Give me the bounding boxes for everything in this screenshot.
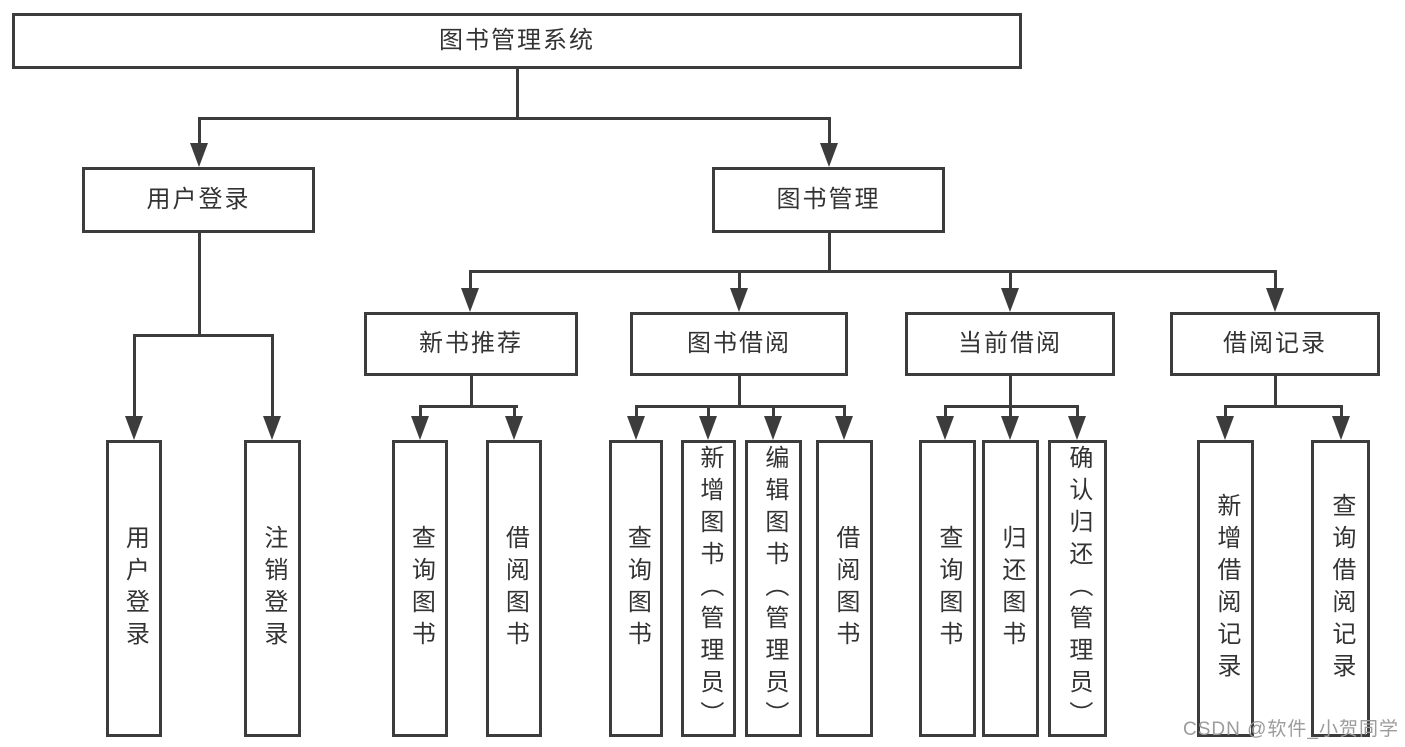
node-label: 查询借阅记录 [1327, 492, 1355, 685]
leaf-add-books-admin: 新增图书（管理员） [681, 440, 736, 737]
arrowhead-leaf [1068, 416, 1086, 440]
node-label: 用户登录 [121, 524, 149, 653]
leaf-logout: 注销登录 [244, 440, 301, 737]
arrowhead-user-login [190, 143, 208, 167]
connector-leaf-stub [1223, 405, 1227, 418]
node-borrowing-records: 借阅记录 [1170, 312, 1380, 376]
node-book-management: 图书管理 [712, 167, 945, 233]
arrowhead-leaf [1001, 416, 1019, 440]
node-label: 图书借阅 [687, 329, 791, 357]
arrowhead-book-mgmt [820, 143, 838, 167]
connector-leaf-stub [1339, 405, 1343, 418]
node-label: 查询图书 [623, 524, 651, 653]
node-book-borrowing: 图书借阅 [630, 312, 848, 376]
arrowhead-leaf [1332, 416, 1350, 440]
connector-new-books-bar [418, 405, 518, 408]
leaf-confirm-return-admin: 确认归还（管理员） [1048, 440, 1107, 737]
connector-root-stem [515, 69, 519, 118]
connector-user-login-bar [132, 334, 274, 337]
connector-to-new-books [468, 270, 472, 290]
connector-leaf-stub [418, 405, 422, 418]
connector-leaf-stub [706, 405, 710, 418]
node-label: 用户登录 [146, 185, 251, 213]
arrowhead-book-borrow [730, 288, 748, 312]
arrowhead-leaf-login [125, 416, 143, 440]
connector-book-mgmt-stem [827, 233, 831, 273]
node-label: 查询图书 [407, 524, 435, 653]
connector-root-bar [197, 117, 831, 120]
node-label: 编辑图书（管理员） [760, 444, 788, 733]
leaf-borrow-books: 借阅图书 [816, 440, 873, 737]
node-label: 新增图书（管理员） [695, 444, 723, 733]
leaf-edit-books-admin: 编辑图书（管理员） [745, 440, 802, 737]
node-label: 图书管理 [776, 185, 881, 213]
leaf-add-borrow-record: 新增借阅记录 [1197, 440, 1254, 737]
arrowhead-borrow-records [1266, 288, 1284, 312]
arrowhead-leaf [627, 416, 645, 440]
connector-borrow-records-stem [1273, 376, 1277, 408]
connector-leaf-stub [1008, 405, 1012, 418]
node-label: 新书推荐 [419, 329, 523, 357]
connector-leaf-stub [512, 405, 516, 418]
node-root-library-system: 图书管理系统 [12, 13, 1022, 69]
leaf-query-books-recommend: 查询图书 [392, 440, 448, 737]
leaf-query-borrow-record: 查询借阅记录 [1311, 440, 1370, 737]
node-new-book-recommend: 新书推荐 [364, 312, 578, 376]
connector-to-user-login [197, 117, 201, 147]
connector-leaf-stub [634, 405, 638, 418]
arrowhead-new-books [461, 288, 479, 312]
connector-leaf-stub [771, 405, 775, 418]
arrowhead-leaf-logout [263, 416, 281, 440]
connector-borrow-records-bar [1223, 405, 1343, 408]
node-user-login: 用户登录 [82, 167, 315, 233]
arrowhead-leaf [835, 416, 853, 440]
node-label: 新增借阅记录 [1212, 492, 1240, 685]
node-label: 归还图书 [997, 524, 1025, 653]
arrowhead-leaf [411, 416, 429, 440]
connector-to-current-borrow [1008, 270, 1012, 290]
connector-book-mgmt-bar [468, 270, 1277, 273]
connector-current-borrow-stem [1008, 376, 1012, 408]
connector-book-borrow-bar [634, 405, 846, 408]
connector-new-books-stem [469, 376, 473, 408]
node-label: 查询图书 [934, 524, 962, 653]
node-label: 图书管理系统 [439, 26, 595, 54]
node-label: 注销登录 [259, 524, 287, 653]
node-label: 当前借阅 [958, 329, 1062, 357]
connector-to-book-borrow [737, 270, 741, 290]
node-label: 借阅图书 [501, 524, 529, 653]
connector-leaf-stub [842, 405, 846, 418]
leaf-user-login: 用户登录 [106, 440, 162, 737]
node-label: 借阅记录 [1223, 329, 1327, 357]
node-current-borrowing: 当前借阅 [905, 312, 1115, 376]
connector-book-borrow-stem [737, 376, 741, 408]
leaf-query-books-current: 查询图书 [919, 440, 976, 737]
arrowhead-leaf [505, 416, 523, 440]
arrowhead-current-borrow [1001, 288, 1019, 312]
connector-leaf-stub [943, 405, 947, 418]
node-label: 确认归还（管理员） [1064, 444, 1092, 733]
leaf-query-books-borrowing: 查询图书 [609, 440, 663, 737]
leaf-return-books: 归还图书 [982, 440, 1039, 737]
arrowhead-leaf [699, 416, 717, 440]
arrowhead-leaf [1216, 416, 1234, 440]
connector-leaf-stub [1075, 405, 1079, 418]
csdn-watermark: CSDN @软件_小贺同学 [1183, 719, 1399, 740]
arrowhead-leaf [936, 416, 954, 440]
leaf-borrow-books-recommend: 借阅图书 [486, 440, 542, 737]
connector-to-leaf-login [132, 334, 136, 418]
arrowhead-leaf [764, 416, 782, 440]
connector-to-book-mgmt [827, 117, 831, 147]
node-label: 借阅图书 [831, 524, 859, 653]
connector-user-login-stem [197, 233, 201, 337]
connector-to-borrow-records [1273, 270, 1277, 290]
connector-to-leaf-logout [270, 334, 274, 418]
